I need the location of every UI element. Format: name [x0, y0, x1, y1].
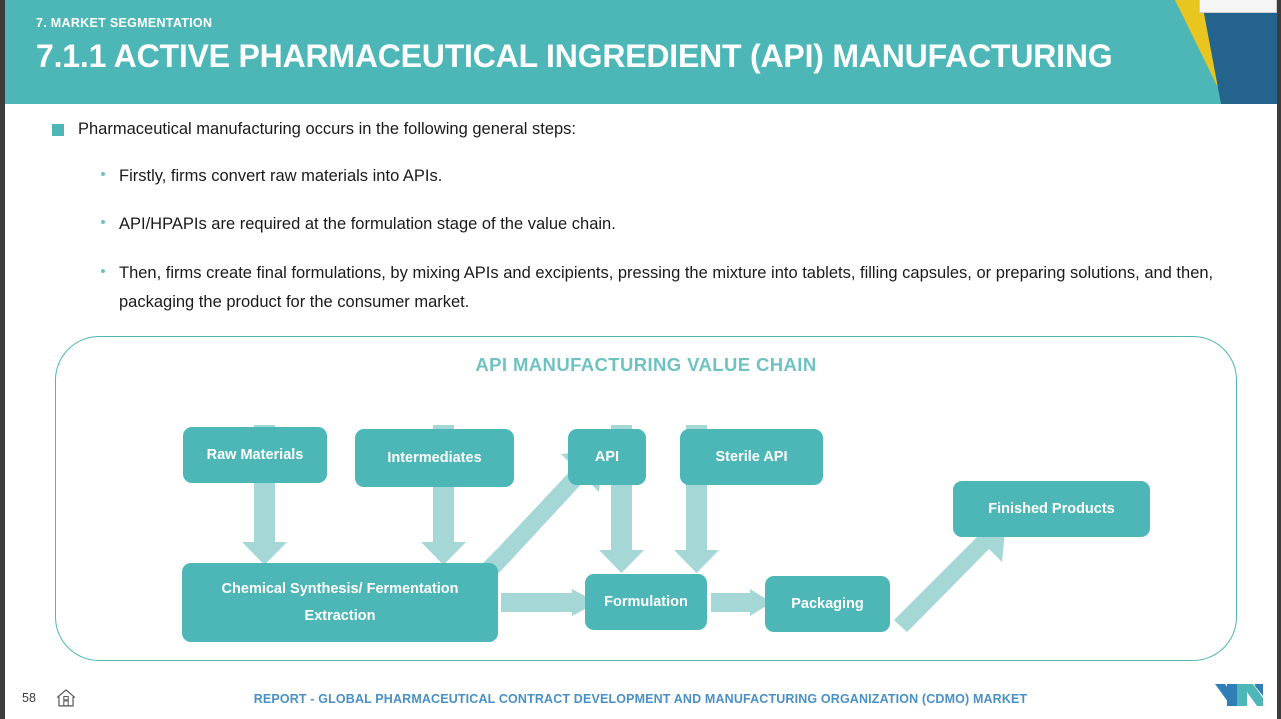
arrow-synthesis-to-formulation: [501, 589, 597, 616]
page-number: 58: [22, 691, 36, 705]
node-chemical-synthesis[interactable]: Chemical Synthesis/ Fermentation Extract…: [182, 563, 498, 642]
node-formulation[interactable]: Formulation: [585, 574, 707, 630]
list-item: API/HPAPIs are required at the formulati…: [101, 210, 1276, 239]
node-label-line2: Extraction: [304, 607, 376, 624]
lead-bullet: Pharmaceutical manufacturing occurs in t…: [52, 118, 1232, 141]
square-bullet-icon: [52, 124, 64, 136]
value-chain-diagram-panel: API MANUFACTURING VALUE CHAIN: [55, 336, 1237, 661]
list-item: Then, firms create final formulations, b…: [101, 259, 1276, 318]
sub-bullet-text: API/HPAPIs are required at the formulati…: [119, 215, 616, 234]
node-label: Packaging: [791, 595, 864, 612]
node-label: Formulation: [604, 593, 688, 610]
node-sterile-api[interactable]: Sterile API: [680, 429, 823, 485]
window-right-border: [1277, 0, 1281, 719]
node-label-line1: Chemical Synthesis/ Fermentation: [221, 580, 459, 597]
sub-bullet-text: Then, firms create final formulations, b…: [119, 263, 1214, 312]
window-left-border: [0, 0, 5, 719]
dot-bullet-icon: [101, 220, 105, 225]
list-item: Firstly, firms convert raw materials int…: [101, 162, 1276, 191]
page-title: 7.1.1 ACTIVE PHARMACEUTICAL INGREDIENT (…: [36, 38, 1113, 74]
sub-bullet-list: Firstly, firms convert raw materials int…: [101, 162, 1276, 336]
node-api[interactable]: API: [568, 429, 646, 485]
home-icon[interactable]: [55, 687, 77, 709]
node-label: Raw Materials: [206, 446, 304, 463]
sub-bullet-text: Firstly, firms convert raw materials int…: [119, 167, 443, 185]
node-label: Finished Products: [988, 500, 1115, 517]
arrow-packaging-to-finished-products: [894, 520, 1006, 632]
node-label: API: [594, 448, 620, 465]
node-label: Intermediates: [387, 449, 482, 466]
blue-chevron-decoration: [1203, 8, 1277, 104]
window-top-right-panel: [1199, 0, 1277, 13]
dot-bullet-icon: [101, 268, 105, 273]
company-logo: [1215, 684, 1263, 706]
slide-header: 7. MARKET SEGMENTATION 7.1.1 ACTIVE PHAR…: [5, 0, 1277, 104]
header-eyebrow: 7. MARKET SEGMENTATION: [36, 16, 213, 30]
lead-bullet-text: Pharmaceutical manufacturing occurs in t…: [78, 120, 577, 138]
node-packaging[interactable]: Packaging: [765, 576, 890, 632]
node-finished-products[interactable]: Finished Products: [953, 481, 1150, 537]
node-raw-materials[interactable]: Raw Materials: [183, 427, 327, 483]
node-label: Sterile API: [715, 448, 788, 465]
dot-bullet-icon: [101, 172, 105, 176]
node-intermediates[interactable]: Intermediates: [355, 429, 514, 487]
footer-report-title: REPORT - GLOBAL PHARMACEUTICAL CONTRACT …: [253, 692, 1028, 706]
arrow-formulation-to-packaging: [711, 589, 772, 616]
diagram-title: API MANUFACTURING VALUE CHAIN: [475, 354, 817, 375]
